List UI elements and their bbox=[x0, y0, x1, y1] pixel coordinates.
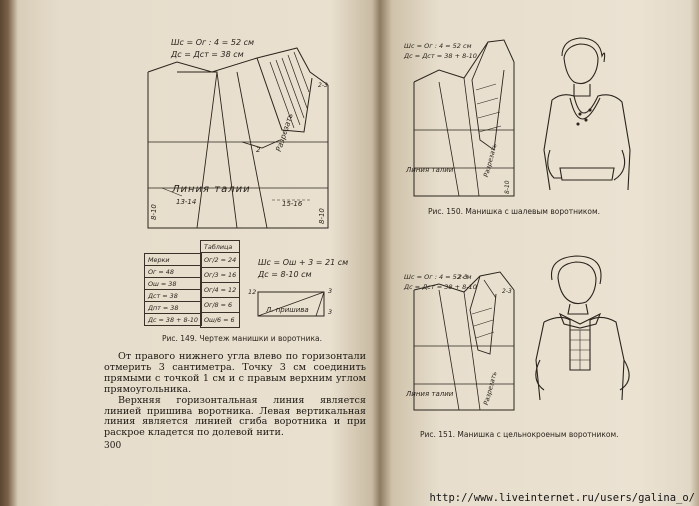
calc-row: Ог/2 = 24 bbox=[199, 252, 241, 268]
collar-formula-width: Шс = Ош + 3 = 21 см bbox=[258, 258, 349, 267]
fig151-mark-2-3-a: 2-3 bbox=[458, 274, 468, 281]
figure-151-caption: Рис. 151. Манишка с цельнокроеным воротн… bbox=[420, 430, 619, 439]
measurement-row: Дпт = 38 bbox=[144, 301, 202, 314]
figure-150-drawing bbox=[413, 37, 631, 197]
figure-151-drawing bbox=[413, 255, 630, 411]
fig151-formula-width: Шс = Ог : 4 = 52 см bbox=[404, 273, 472, 281]
mark-15-16: 15-16 bbox=[282, 200, 303, 208]
collar-mark-3-top: 3 bbox=[328, 287, 333, 295]
measurements-header: Мерки bbox=[144, 253, 202, 266]
mark-8-10-right: 8-10 bbox=[318, 208, 326, 224]
figure-149-drawing bbox=[147, 47, 329, 229]
formula-length: Дс = Дст = 38 см bbox=[171, 50, 244, 59]
right-page: Шс = Ог : 4 = 52 см Дс = Дст = 38 + 8-10… bbox=[384, 0, 699, 506]
measurement-row: Дст = 38 bbox=[144, 289, 202, 302]
paragraph: Верхняя горизонтальная линия является ли… bbox=[104, 394, 366, 439]
measurement-row: Ог = 48 bbox=[144, 265, 202, 278]
mark-2-3: 2-3 bbox=[318, 82, 328, 89]
collar-mark-3-side: 3 bbox=[328, 308, 333, 316]
fig150-formula-width: Шс = Ог : 4 = 52 см bbox=[404, 42, 472, 50]
fig150-mark-8-10: 8-10 bbox=[504, 180, 511, 194]
mark-2: 2 bbox=[256, 146, 261, 154]
calc-table: Таблица Ог/2 = 24 Ог/3 = 16 Ог/4 = 12 Ог… bbox=[199, 240, 241, 328]
collar-drawing bbox=[257, 291, 325, 317]
collar-mark-12: 12 bbox=[248, 288, 257, 296]
calc-header: Таблица bbox=[199, 240, 241, 253]
woman-cut-on-collar-illustration bbox=[535, 255, 630, 401]
calc-row: Ог/3 = 16 bbox=[199, 267, 241, 283]
mark-8-10-left: 8-10 bbox=[150, 204, 158, 220]
left-page: Шс = Ог : 4 = 52 см Дс = Дст = 38 см Лин… bbox=[12, 0, 378, 506]
collar-attach-label: Л. пришива bbox=[266, 306, 309, 314]
body-text: От правого нижнего угла влево по горизон… bbox=[104, 351, 366, 439]
page-number: 300 bbox=[104, 441, 122, 451]
fig150-formula-length: Дс = Дст = 38 + 8-10 bbox=[404, 52, 477, 60]
measurement-row: Дс = 38 + 8-10 bbox=[144, 313, 202, 326]
fig151-mark-2-3-b: 2-3 bbox=[502, 288, 512, 295]
calc-row: Ог/8 = 6 bbox=[199, 297, 241, 313]
measurement-row: Ош = 38 bbox=[144, 277, 202, 290]
collar-formula-length: Дс = 8-10 см bbox=[258, 270, 312, 279]
calc-row: Ош/6 = 6 bbox=[199, 312, 241, 328]
figure-150-caption: Рис. 150. Манишка с шалевым воротником. bbox=[428, 207, 601, 216]
calc-row: Ог/4 = 12 bbox=[199, 282, 241, 298]
fig150-waist-label: Линия талии bbox=[406, 166, 454, 174]
fig151-formula-length: Дс = Дст = 38 + 8-10 bbox=[404, 283, 477, 291]
paragraph: От правого нижнего угла влево по горизон… bbox=[104, 351, 366, 395]
woman-shawl-collar-illustration bbox=[543, 37, 631, 191]
watermark-url: http://www.liveinternet.ru/users/galina_… bbox=[429, 492, 695, 504]
measurements-table: Мерки Ог = 48 Ош = 38 Дст = 38 Дпт = 38 … bbox=[144, 253, 202, 326]
fig151-waist-label: Линия талии bbox=[406, 390, 454, 398]
waist-line-label: Линия талии bbox=[172, 184, 251, 195]
figure-149-caption: Рис. 149. Чертеж манишки и воротника. bbox=[162, 334, 322, 343]
formula-width: Шс = Ог : 4 = 52 см bbox=[171, 38, 255, 47]
mark-13-14: 13-14 bbox=[176, 198, 197, 206]
